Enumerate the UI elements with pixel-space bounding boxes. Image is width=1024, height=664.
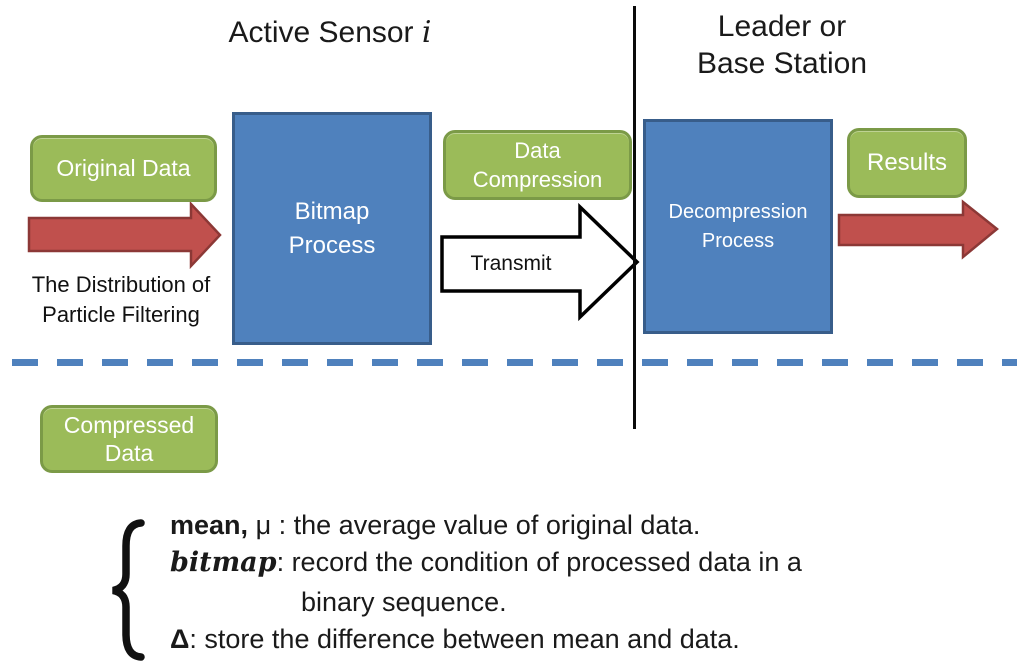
bitmap-process-label-line1: Bitmap [294, 197, 370, 225]
legend-bitmap-description-continued: binary sequence. [301, 587, 507, 617]
legend-mean-description: : the average value of original data. [278, 510, 701, 540]
data-compression-label-line1: Data [514, 138, 561, 163]
decompression-process-box: Decompression Process [643, 119, 833, 334]
legend-line-bitmap: bitmap: record the condition of processe… [170, 546, 802, 579]
legend-bitmap-description: : record the condition of processed data… [276, 547, 802, 577]
leader-title-line2: Base Station [696, 47, 868, 80]
legend-delta-description: : store the difference between mean and … [189, 624, 740, 654]
active-sensor-title: Active Sensor i [210, 14, 450, 51]
active-sensor-title-text: Active Sensor [228, 16, 414, 49]
sensor-index-variable: i [421, 15, 432, 50]
compressed-data-box: Compressed Data [40, 405, 218, 473]
results-box: Results [847, 128, 967, 198]
legend-bitmap-keyword: bitmap [170, 547, 277, 578]
distribution-caption: The Distribution of Particle Filtering [20, 270, 222, 330]
original-data-box: Original Data [30, 135, 217, 202]
leader-base-station-title: Leader or Base Station [672, 8, 892, 82]
original-data-label: Original Data [56, 155, 191, 181]
legend-line-binary-sequence: binary sequence. [301, 586, 507, 618]
bitmap-process-box: Bitmap Process [232, 112, 432, 345]
compressed-data-label-line1: Compressed [63, 412, 195, 438]
output-arrow [837, 199, 999, 260]
legend-delta-symbol: Δ [170, 624, 190, 654]
results-label: Results [866, 149, 948, 176]
transmit-label-text: Transmit [470, 252, 552, 275]
dashed-divider [12, 359, 1017, 366]
input-arrow [27, 200, 222, 270]
data-compression-label-line2: Compression [472, 167, 603, 192]
bitmap-process-label-line2: Process [288, 231, 376, 259]
distribution-caption-line2: Particle Filtering [42, 302, 200, 327]
vertical-divider [633, 6, 636, 429]
curly-brace-icon [112, 519, 145, 661]
legend-mu-symbol: μ [255, 510, 272, 540]
legend-line-mean: mean, μ : the average value of original … [170, 509, 700, 541]
leader-title-line1: Leader or [717, 10, 847, 43]
compressed-data-label-line2: Data [104, 440, 154, 466]
transmit-label: Transmit [442, 239, 580, 289]
transmit-arrow [440, 202, 640, 322]
legend-mean-keyword: mean, [170, 510, 249, 540]
data-compression-box: Data Compression [443, 130, 632, 200]
decompression-label-line2: Process [701, 229, 775, 252]
legend-line-delta: Δ: store the difference between mean and… [170, 623, 740, 655]
distribution-caption-line1: The Distribution of [31, 272, 211, 297]
decompression-label-line1: Decompression [668, 200, 808, 223]
